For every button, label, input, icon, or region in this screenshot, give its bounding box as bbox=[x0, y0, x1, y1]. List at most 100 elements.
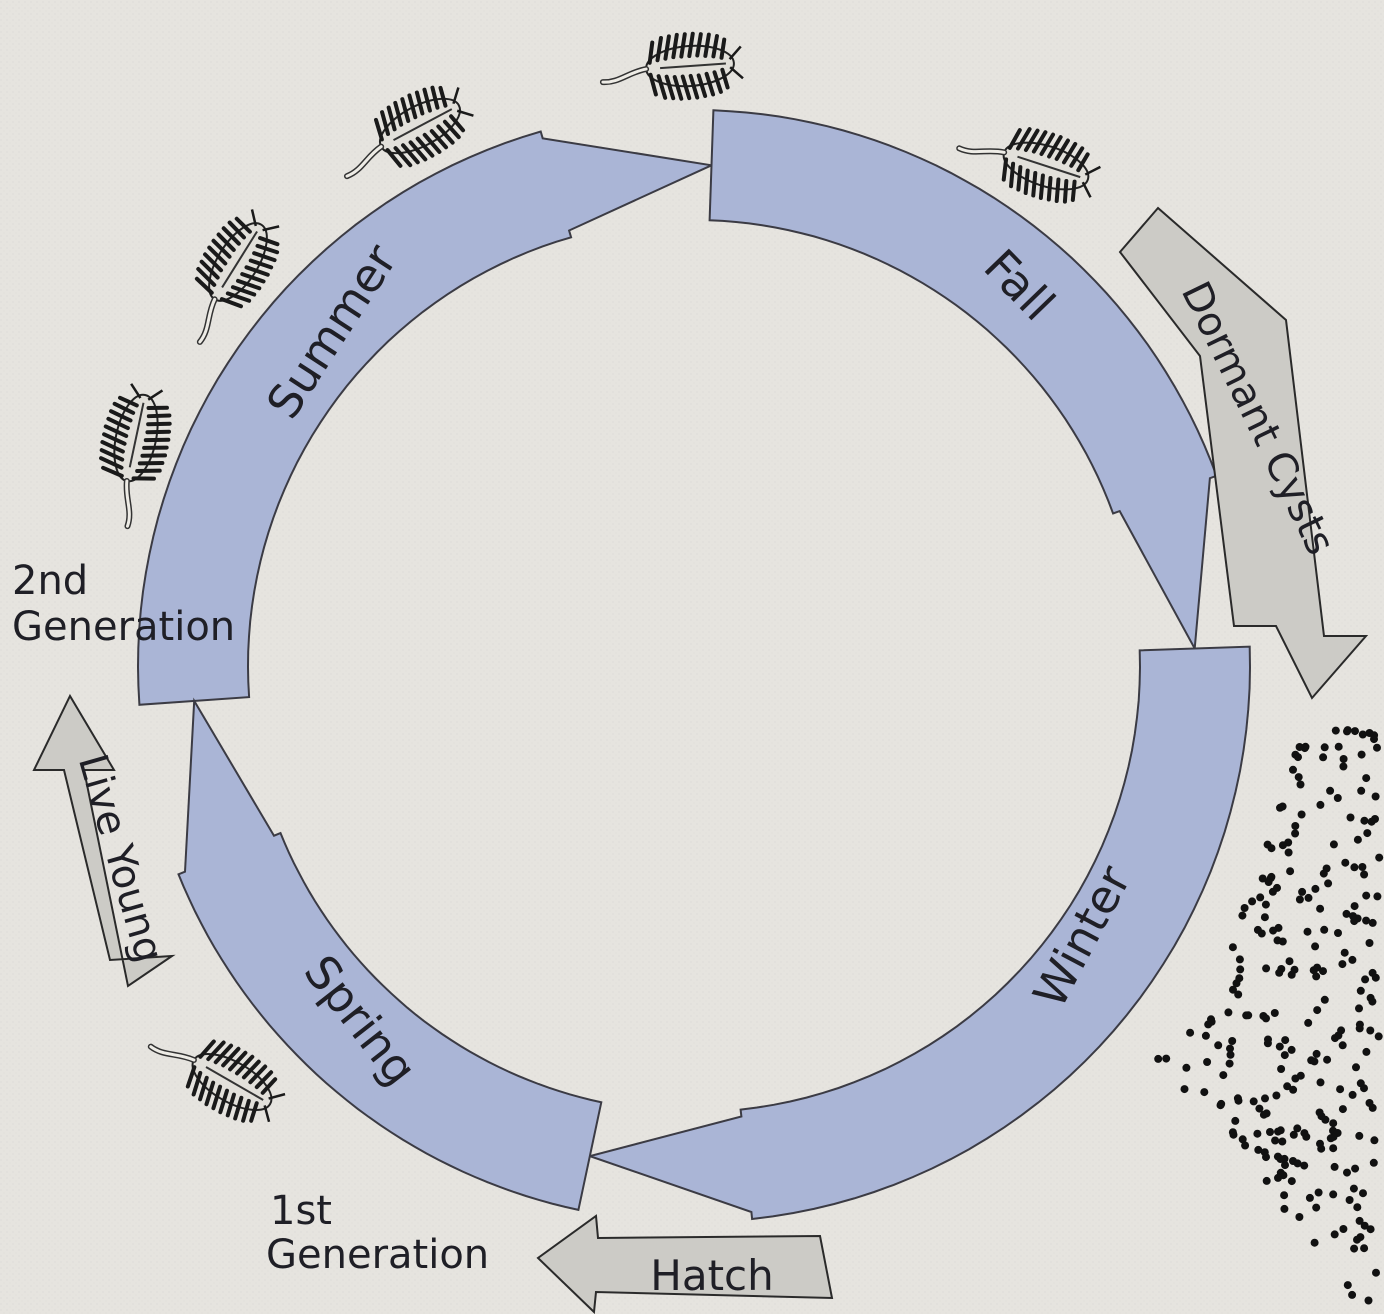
cyst-dot-icon bbox=[1358, 863, 1366, 871]
hatch-label: Hatch bbox=[650, 1251, 774, 1300]
cyst-dot-icon bbox=[1291, 822, 1299, 830]
cyst-dot-icon bbox=[1241, 904, 1249, 912]
cyst-dot-icon bbox=[1289, 1086, 1297, 1094]
cyst-dot-icon bbox=[1375, 1032, 1383, 1040]
cyst-dot-icon bbox=[1332, 727, 1340, 735]
cyst-dot-icon bbox=[1317, 1078, 1325, 1086]
cyst-dot-icon bbox=[1356, 1217, 1364, 1225]
cyst-dot-icon bbox=[1360, 1244, 1368, 1252]
cyst-dot-icon bbox=[1295, 1213, 1303, 1221]
cyst-dot-icon bbox=[1288, 1046, 1296, 1054]
cyst-dot-icon bbox=[1273, 884, 1281, 892]
cyst-dot-icon bbox=[1362, 892, 1370, 900]
cyst-dot-icon bbox=[1305, 894, 1313, 902]
cyst-dot-icon bbox=[1369, 969, 1377, 977]
cyst-dot-icon bbox=[1370, 731, 1378, 739]
cyst-dot-icon bbox=[1373, 892, 1381, 900]
cyst-dot-icon bbox=[1368, 818, 1376, 826]
cyst-dot-icon bbox=[1329, 1119, 1337, 1127]
cyst-dot-icon bbox=[1280, 1191, 1288, 1199]
cyst-dot-icon bbox=[1360, 817, 1368, 825]
cyst-dot-icon bbox=[1362, 774, 1370, 782]
cyst-dot-icon bbox=[1271, 1137, 1279, 1145]
cyst-dot-icon bbox=[1351, 902, 1359, 910]
cyst-dot-icon bbox=[1200, 1088, 1208, 1096]
cyst-dot-icon bbox=[1275, 969, 1283, 977]
cyst-dot-icon bbox=[1311, 942, 1319, 950]
cyst-dot-icon bbox=[1361, 975, 1369, 983]
cyst-dot-icon bbox=[1368, 998, 1376, 1006]
cyst-dot-icon bbox=[1285, 849, 1293, 857]
cyst-dot-icon bbox=[1313, 1006, 1321, 1014]
second-generation-line1: 2nd bbox=[12, 558, 88, 604]
cyst-dot-icon bbox=[1154, 1055, 1162, 1063]
cyst-dot-icon bbox=[1229, 943, 1237, 951]
cyst-dot-icon bbox=[1224, 1008, 1232, 1016]
cyst-dot-icon bbox=[1277, 1126, 1285, 1134]
cyst-dot-icon bbox=[1253, 1130, 1261, 1138]
cyst-dot-icon bbox=[1375, 854, 1383, 862]
cyst-dot-icon bbox=[1351, 1165, 1359, 1173]
cyst-dot-icon bbox=[1304, 1019, 1312, 1027]
cyst-dot-icon bbox=[1234, 1094, 1242, 1102]
cyst-dot-icon bbox=[1281, 1036, 1289, 1044]
cyst-dot-icon bbox=[1344, 726, 1352, 734]
cyst-dot-icon bbox=[1244, 1011, 1252, 1019]
cyst-dot-icon bbox=[1330, 840, 1338, 848]
cyst-dot-icon bbox=[1350, 1245, 1358, 1253]
cyst-dot-icon bbox=[1316, 1109, 1324, 1117]
cyst-dot-icon bbox=[1362, 917, 1370, 925]
cyst-dot-icon bbox=[1320, 870, 1328, 878]
cyst-dot-icon bbox=[1306, 1194, 1314, 1202]
cyst-dot-icon bbox=[1324, 879, 1332, 887]
cyst-dot-icon bbox=[1372, 1269, 1380, 1277]
cyst-dot-icon bbox=[1329, 1190, 1337, 1198]
cyst-dot-icon bbox=[1278, 1138, 1286, 1146]
cyst-dot-icon bbox=[1277, 1155, 1285, 1163]
cyst-dot-icon bbox=[1286, 867, 1294, 875]
cyst-dot-icon bbox=[1269, 927, 1277, 935]
cyst-dot-icon bbox=[1241, 1142, 1249, 1150]
cyst-dot-icon bbox=[1366, 1099, 1374, 1107]
cyst-dot-icon bbox=[1219, 1071, 1227, 1079]
cyst-dot-icon bbox=[1162, 1055, 1170, 1063]
cyst-dot-icon bbox=[1236, 955, 1244, 963]
cyst-dot-icon bbox=[1323, 1056, 1331, 1064]
cyst-dot-icon bbox=[1343, 910, 1351, 918]
cyst-dot-icon bbox=[1355, 1004, 1363, 1012]
cyst-dot-icon bbox=[1297, 1072, 1305, 1080]
cyst-dot-icon bbox=[1288, 1177, 1296, 1185]
cyst-dot-icon bbox=[1321, 743, 1329, 751]
cyst-dot-icon bbox=[1250, 1097, 1258, 1105]
cyst-dot-icon bbox=[1181, 1085, 1189, 1093]
cyst-dot-icon bbox=[1311, 1239, 1319, 1247]
cyst-dot-icon bbox=[1274, 936, 1282, 944]
cyst-dot-icon bbox=[1353, 1236, 1361, 1244]
cyst-dot-icon bbox=[1226, 1045, 1234, 1053]
cyst-dot-icon bbox=[1341, 859, 1349, 867]
first-generation-line2: Generation bbox=[266, 1232, 489, 1278]
cyst-dot-icon bbox=[1262, 901, 1270, 909]
cyst-dot-icon bbox=[1370, 1159, 1378, 1167]
cyst-dot-icon bbox=[1312, 1204, 1320, 1212]
cyst-dot-icon bbox=[1248, 897, 1256, 905]
cyst-dot-icon bbox=[1347, 814, 1355, 822]
cyst-dot-icon bbox=[1320, 926, 1328, 934]
cyst-dot-icon bbox=[1297, 781, 1305, 789]
cyst-dot-icon bbox=[1313, 964, 1321, 972]
cyst-dot-icon bbox=[1350, 1185, 1358, 1193]
cyst-dot-icon bbox=[1254, 1146, 1262, 1154]
cyst-dot-icon bbox=[1346, 1196, 1354, 1204]
cyst-dot-icon bbox=[1319, 753, 1327, 761]
cyst-dot-icon bbox=[1360, 871, 1368, 879]
cyst-dot-icon bbox=[1228, 1037, 1236, 1045]
cyst-dot-icon bbox=[1236, 965, 1244, 973]
cyst-dot-icon bbox=[1298, 811, 1306, 819]
cyst-dot-icon bbox=[1357, 787, 1365, 795]
cyst-dot-icon bbox=[1296, 743, 1304, 751]
cyst-dot-icon bbox=[1365, 1297, 1373, 1305]
cyst-dot-icon bbox=[1264, 841, 1272, 849]
cyst-dot-icon bbox=[1350, 863, 1358, 871]
cyst-dot-icon bbox=[1348, 1291, 1356, 1299]
cyst-dot-icon bbox=[1294, 1159, 1302, 1167]
